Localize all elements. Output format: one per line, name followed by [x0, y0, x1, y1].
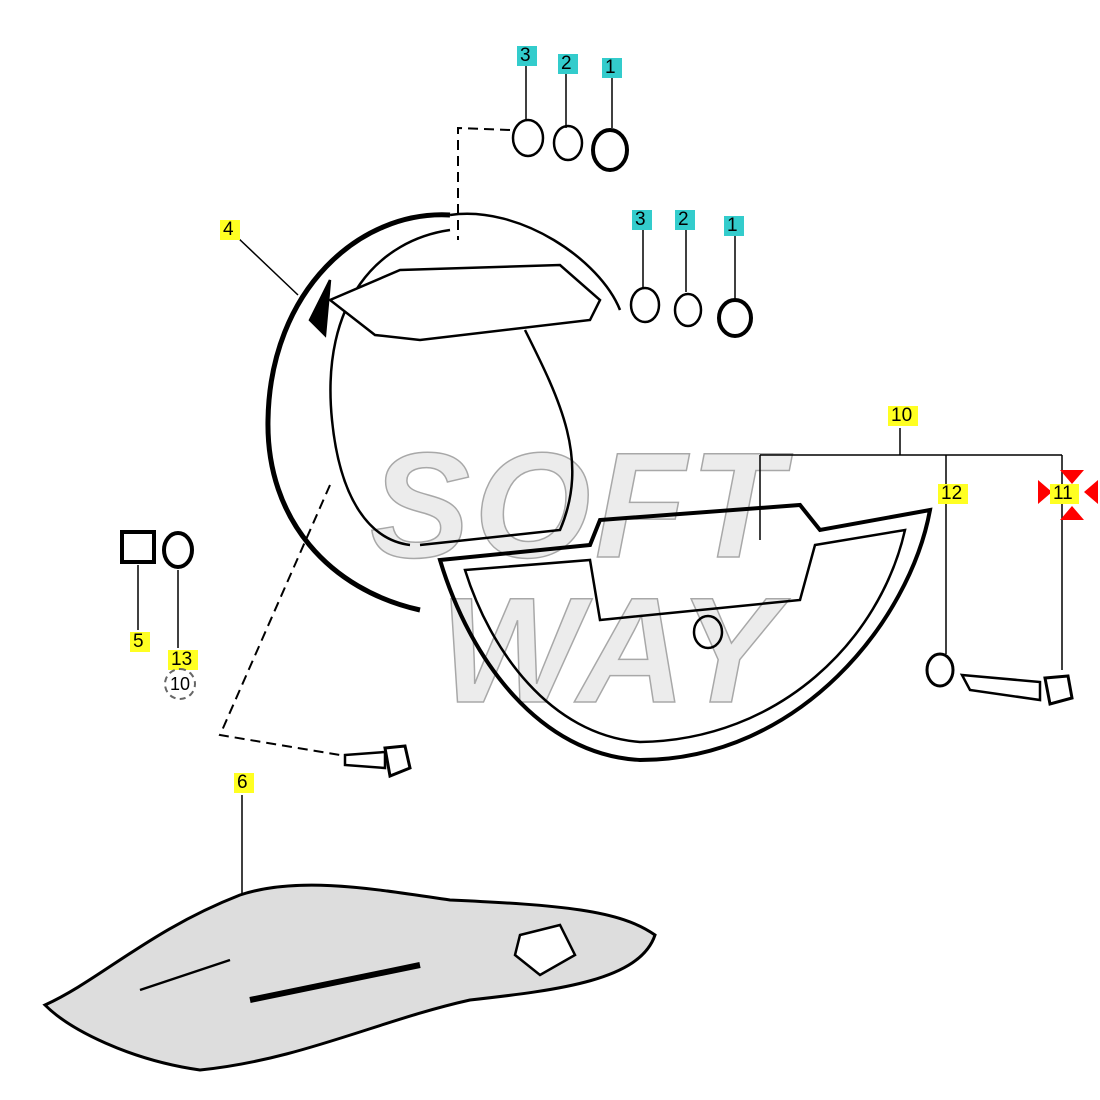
washer-3-mid[interactable]	[629, 286, 661, 324]
watermark-soft: SOFT	[369, 421, 786, 589]
tool-bag-6[interactable]	[42, 883, 657, 1072]
clip-5[interactable]	[120, 530, 156, 564]
lock-washer-2-mid[interactable]	[673, 292, 703, 328]
screw-11[interactable]	[959, 673, 1074, 706]
nut-1-top[interactable]	[591, 128, 629, 172]
cover-part[interactable]	[437, 502, 933, 763]
callout-4[interactable]: 4	[220, 220, 240, 240]
callout-1-mid[interactable]: 1	[724, 216, 744, 236]
bolt-lower[interactable]	[343, 744, 412, 779]
washer-12[interactable]	[925, 652, 955, 688]
callout-2-top[interactable]: 2	[558, 54, 578, 74]
callout-2-mid[interactable]: 2	[675, 210, 695, 230]
frame-part[interactable]	[265, 212, 622, 613]
callout-10[interactable]: 10	[888, 406, 919, 426]
lock-washer-2-top[interactable]	[552, 124, 584, 162]
callout-12[interactable]: 12	[938, 484, 969, 504]
callout-5[interactable]: 5	[130, 632, 150, 652]
callout-6[interactable]: 6	[234, 773, 254, 793]
nut-1-mid[interactable]	[717, 298, 753, 338]
callout-13[interactable]: 13	[168, 650, 199, 670]
callout-1-top[interactable]: 1	[602, 58, 622, 78]
washer-13[interactable]	[162, 531, 194, 569]
washer-3-top[interactable]	[511, 118, 545, 158]
callout-ref-10: 10	[164, 668, 196, 700]
callout-3-mid[interactable]: 3	[632, 210, 652, 230]
callout-3-top[interactable]: 3	[517, 46, 537, 66]
highlight-arrows	[1038, 470, 1098, 520]
callout-11[interactable]: 11	[1050, 484, 1079, 504]
watermark-way: WAY	[439, 566, 783, 734]
